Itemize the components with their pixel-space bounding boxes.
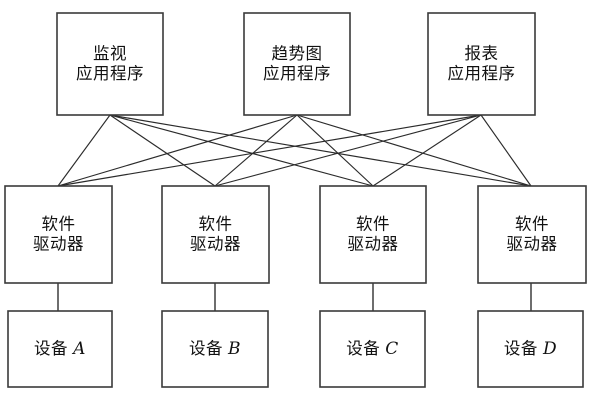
- application-node-box: [243, 12, 351, 116]
- application-node-label: 趋势图应用程序: [263, 43, 331, 82]
- device-node-box: [161, 310, 269, 388]
- driver-node-box: [319, 185, 427, 284]
- driver-node-driver-d[interactable]: 软件驱动器: [477, 185, 587, 284]
- driver-node-group: 软件驱动器 软件驱动器 软件驱动器 软件驱动器: [4, 185, 587, 284]
- application-node-app-trend[interactable]: 趋势图应用程序: [243, 12, 351, 116]
- link-app-report-to-driver-b: [214, 114, 482, 187]
- driver-node-box: [4, 185, 113, 284]
- device-node-box: [7, 310, 113, 388]
- driver-node-driver-a[interactable]: 软件驱动器: [4, 185, 113, 284]
- link-app-trend-to-driver-d: [296, 114, 532, 187]
- application-node-group: 监视应用程序 趋势图应用程序 报表应用程序: [56, 12, 536, 116]
- device-node-box: [477, 310, 584, 388]
- link-app-report-to-driver-a: [57, 114, 482, 187]
- driver-node-driver-b[interactable]: 软件驱动器: [161, 185, 270, 284]
- driver-node-box: [161, 185, 270, 284]
- link-app-trend-to-driver-b: [214, 114, 298, 187]
- application-node-app-report[interactable]: 报表应用程序: [427, 12, 536, 116]
- link-app-monitor-to-driver-d: [109, 114, 532, 187]
- link-app-report-to-driver-d: [480, 114, 532, 187]
- application-node-box: [56, 12, 164, 116]
- application-node-label: 监视应用程序: [76, 43, 144, 82]
- driver-node-driver-c[interactable]: 软件驱动器: [319, 185, 427, 284]
- driver-node-label: 软件驱动器: [507, 214, 558, 253]
- application-node-label: 报表应用程序: [448, 43, 516, 82]
- driver-node-label: 软件驱动器: [33, 214, 84, 253]
- link-app-report-to-driver-c: [372, 114, 482, 187]
- link-app-monitor-to-driver-a: [57, 114, 111, 187]
- application-driver-link-group: [57, 114, 532, 187]
- application-node-app-monitor[interactable]: 监视应用程序: [56, 12, 164, 116]
- link-app-monitor-to-driver-b: [109, 114, 216, 187]
- device-node-box: [319, 310, 426, 388]
- driver-node-label: 软件驱动器: [190, 214, 241, 253]
- driver-node-label: 软件驱动器: [348, 214, 399, 253]
- link-app-trend-to-driver-c: [296, 114, 374, 187]
- link-app-trend-to-driver-a: [57, 114, 298, 187]
- link-app-monitor-to-driver-c: [109, 114, 374, 187]
- application-node-box: [427, 12, 536, 116]
- driver-node-box: [477, 185, 587, 284]
- driver-device-link-group: [57, 283, 532, 311]
